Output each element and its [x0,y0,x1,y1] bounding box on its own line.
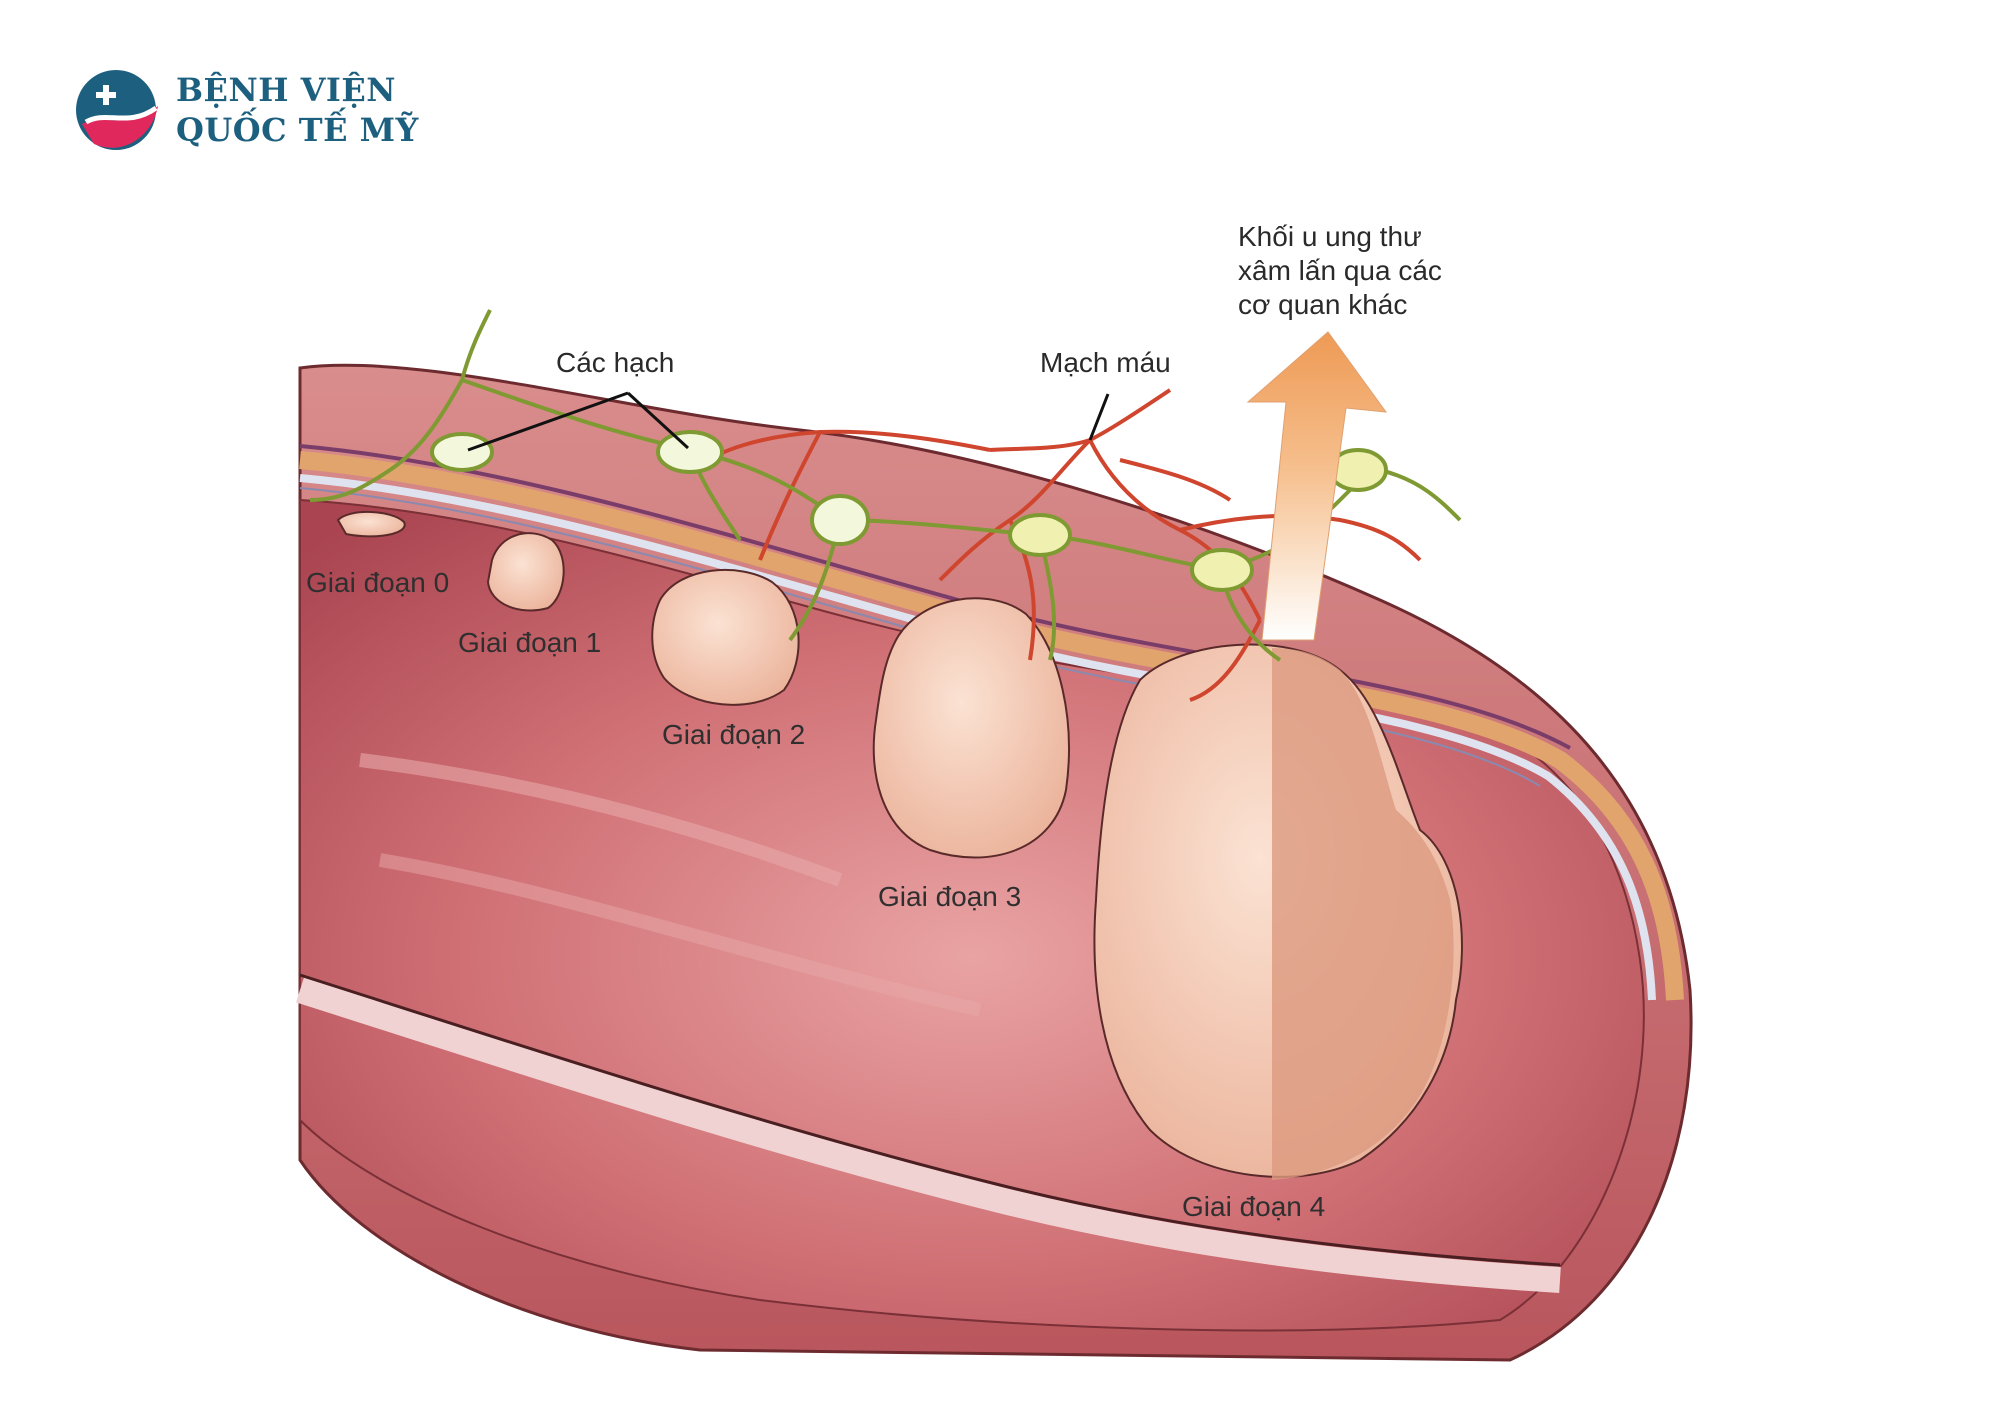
tumor-stage-2 [651,568,800,706]
lymph-node [1008,513,1072,557]
lymph-nodes [430,430,1388,592]
tumor-stage-4-cut-face [1272,648,1454,1180]
cross-heart-logo-icon [76,70,158,150]
invasion-label-line1: Khối u ung thư [1238,221,1422,252]
stage-4-label: Giai đoạn 4 [1182,1191,1326,1222]
tumor-stage-1 [486,532,565,612]
invasion-label: Khối u ung thư xâm lấn qua các cơ quan k… [1238,220,1442,322]
stage-1-label: Giai đoạn 1 [458,627,602,658]
lymph-nodes-label: Các hạch [556,347,675,378]
invasion-label-line3: cơ quan khác [1238,289,1408,320]
colon-wall [296,363,1693,1362]
lymph-node [430,432,494,472]
stage-3-label: Giai đoạn 3 [878,881,1022,912]
tumor-stage-0 [336,510,406,538]
blood-vessel-label: Mạch máu [1040,347,1171,378]
hospital-name-line1: BỆNH VIỆN [176,71,396,109]
lymph-node [810,494,870,546]
invasion-label-line2: xâm lấn qua các [1238,255,1442,286]
lymph-node [1190,548,1254,592]
vessel-label-pointer [1088,393,1110,441]
tumor-stage-3 [872,597,1070,859]
lymph-label-pointers [467,391,690,452]
stage-2-label: Giai đoạn 2 [662,719,806,750]
hospital-logo: BỆNH VIỆN QUỐC TẾ MỸ [72,66,492,166]
stage-0-label: Giai đoạn 0 [306,567,450,598]
invasion-arrow [1246,331,1388,641]
tumors [336,510,1463,1180]
lymph-node [656,430,724,474]
hospital-name-line2: QUỐC TẾ MỸ [176,111,419,149]
hospital-name: BỆNH VIỆN QUỐC TẾ MỸ [176,70,419,150]
